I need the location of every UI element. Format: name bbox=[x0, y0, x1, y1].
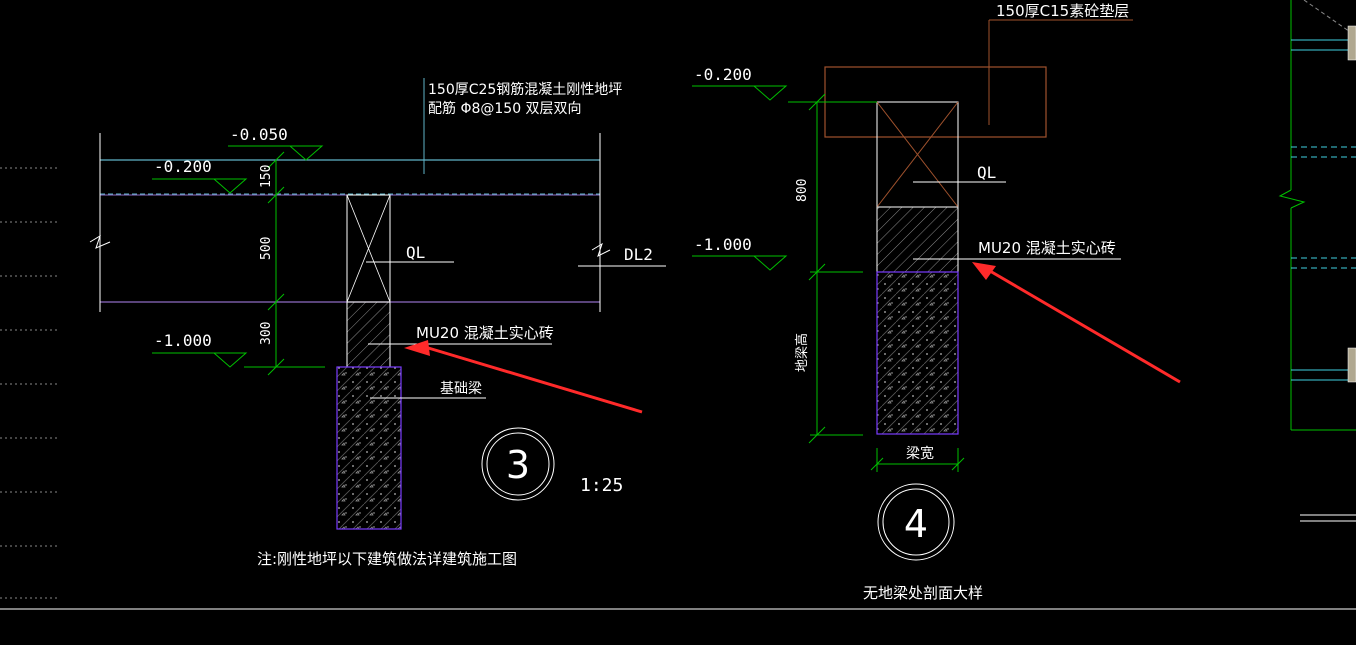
dim-800: 800 bbox=[795, 179, 810, 202]
label-dl2: DL2 bbox=[624, 245, 653, 264]
elevation-marker-mid: -0.200 bbox=[152, 157, 248, 194]
label-ql: QL bbox=[406, 243, 425, 262]
red-arrow-annotation bbox=[404, 340, 643, 414]
left-margin-ticks bbox=[0, 167, 60, 599]
detail-number: 3 bbox=[506, 443, 530, 487]
brick-wall-hatch bbox=[346, 301, 391, 368]
detail-4-caption: 无地梁处剖面大样 bbox=[863, 584, 983, 602]
label-foundation-beam: 基础梁 bbox=[440, 380, 482, 397]
detail-number: 4 bbox=[904, 502, 928, 546]
top-note: 150厚C15素砼垫层 bbox=[996, 2, 1129, 20]
detail-4-section: 150厚C15素砼垫层 800 地梁高 梁宽 -0.200 bbox=[692, 2, 1181, 602]
top-note-line2: 配筋 Φ8@150 双层双向 bbox=[428, 100, 582, 117]
dim-500: 500 bbox=[259, 237, 274, 260]
label-brick: MU20 混凝土实心砖 bbox=[978, 239, 1116, 257]
label-brick: MU20 混凝土实心砖 bbox=[416, 324, 554, 342]
detail-scale: 1:25 bbox=[580, 475, 623, 496]
elevation-marker-bottom: -1.000 bbox=[152, 331, 248, 368]
detail-number-circle: 4 bbox=[877, 483, 955, 561]
foundation-beam-concrete bbox=[336, 366, 402, 530]
break-mark-right bbox=[591, 242, 611, 257]
elevation-marker-top: -0.200 bbox=[692, 65, 788, 101]
red-arrow-annotation bbox=[972, 262, 1181, 384]
dim-beam-height: 地梁高 bbox=[794, 333, 810, 372]
detail-3-section: 150 500 300 -0.050 -0.200 -1.000 150厚C25… bbox=[89, 78, 666, 568]
elevation-text-bottom: -1.000 bbox=[694, 235, 752, 254]
ground-beam-concrete bbox=[876, 271, 959, 435]
break-mark-left bbox=[89, 234, 111, 249]
label-ql: QL bbox=[977, 163, 996, 182]
dim-150: 150 bbox=[259, 165, 274, 188]
elevation-text-mid: -0.200 bbox=[154, 157, 212, 176]
elevation-text-top: -0.050 bbox=[230, 125, 288, 144]
elevation-marker-bottom: -1.000 bbox=[692, 235, 788, 271]
elevation-marker-top: -0.050 bbox=[228, 125, 324, 161]
detail-number-circle: 3 bbox=[481, 427, 555, 501]
elevation-text-bottom: -1.000 bbox=[154, 331, 212, 350]
detail-3-note: 注:刚性地坪以下建筑做法详建筑施工图 bbox=[257, 550, 517, 568]
dim-300: 300 bbox=[259, 322, 274, 345]
brick-wall-hatch bbox=[876, 206, 959, 273]
dim-beam-width: 梁宽 bbox=[906, 445, 934, 462]
adjacent-drawing-fragment bbox=[1278, 0, 1356, 522]
elevation-text-top: -0.200 bbox=[694, 65, 752, 84]
top-note-line1: 150厚C25钢筋混凝土刚性地坪 bbox=[428, 81, 622, 98]
